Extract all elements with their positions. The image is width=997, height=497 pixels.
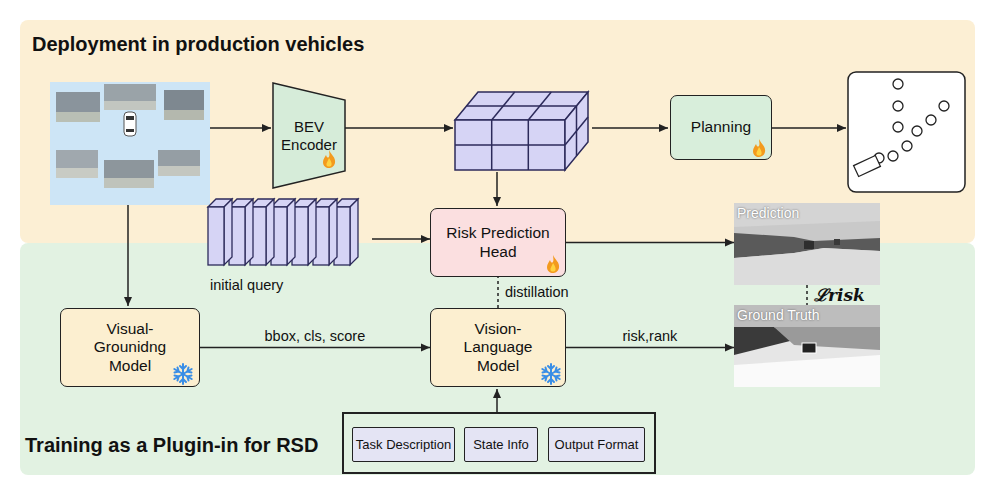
map-object <box>834 239 840 245</box>
block-front <box>208 207 224 265</box>
map-object <box>802 343 816 353</box>
node-text: Prediction <box>737 205 799 222</box>
map-region <box>734 355 880 387</box>
camera-images <box>50 82 210 205</box>
trainable-icon <box>323 150 335 168</box>
query-block <box>208 199 232 265</box>
node-text: Task Description <box>356 437 451 453</box>
map-bg <box>734 305 880 387</box>
node-text: Output Format <box>555 437 639 453</box>
prompt-box: State Info <box>464 427 538 462</box>
node-text: BEV Encoder <box>280 118 338 154</box>
block-side <box>266 199 274 265</box>
encoder-trapezoid: BEV Encoder <box>273 83 345 188</box>
planning-box: Planning <box>670 95 772 160</box>
prompt-box: Output Format <box>548 427 645 462</box>
query-stack: initial query <box>208 195 372 270</box>
connector <box>566 347 734 349</box>
edge-label: distillation <box>505 284 569 301</box>
node-text: Planning <box>691 118 751 137</box>
node-text: Vision-Language Model <box>441 320 555 376</box>
trainable-icon <box>753 139 765 157</box>
bev-feature-grid <box>455 92 588 170</box>
connector <box>566 242 734 244</box>
edge-label: risk,rank <box>623 328 678 345</box>
connector <box>200 347 430 349</box>
trainable-icon <box>547 255 559 273</box>
node-text: State Info <box>473 437 529 453</box>
risk-head-box: Risk Prediction Head <box>430 208 566 277</box>
map-object <box>804 241 814 249</box>
frozen-icon <box>174 364 191 384</box>
node-text: initial query <box>210 277 283 294</box>
connector <box>497 277 499 308</box>
trajectory-output <box>848 72 965 192</box>
prompt-container <box>343 413 655 473</box>
block-side <box>287 199 295 265</box>
block-side <box>329 199 337 265</box>
connector <box>806 285 808 305</box>
ground-truth-map: Ground Truth <box>734 305 880 387</box>
block-side <box>224 199 232 265</box>
node-text: Training as a Plugin-in for RSD <box>25 433 318 457</box>
block-side <box>245 199 253 265</box>
edge-label: bbox, cls, score <box>265 328 366 345</box>
edge-label: ℒrisk <box>814 285 865 305</box>
node-text: Ground Truth <box>737 307 820 324</box>
map-bg <box>734 203 880 285</box>
node-shape <box>208 195 372 270</box>
connector <box>372 238 430 240</box>
vlm-box: Vision-Language Model <box>430 308 566 387</box>
map-region <box>774 327 880 350</box>
block-side <box>350 199 358 265</box>
map-region <box>734 305 880 327</box>
block-side <box>308 199 316 265</box>
node-text: Risk Prediction Head <box>441 224 555 261</box>
node-text: Visual-Grounidng Model <box>71 320 189 376</box>
node-text: Deployment in production vehicles <box>32 32 364 56</box>
prompt-box: Task Description <box>352 427 455 462</box>
grounding-model-box: Visual-Grounidng Model <box>60 308 200 387</box>
prediction-map: Prediction <box>734 203 880 285</box>
trapezoid-outline <box>273 83 345 188</box>
map-region <box>734 248 880 285</box>
frozen-icon <box>542 364 559 384</box>
flow-arrows <box>128 128 846 413</box>
map-region <box>734 203 880 227</box>
